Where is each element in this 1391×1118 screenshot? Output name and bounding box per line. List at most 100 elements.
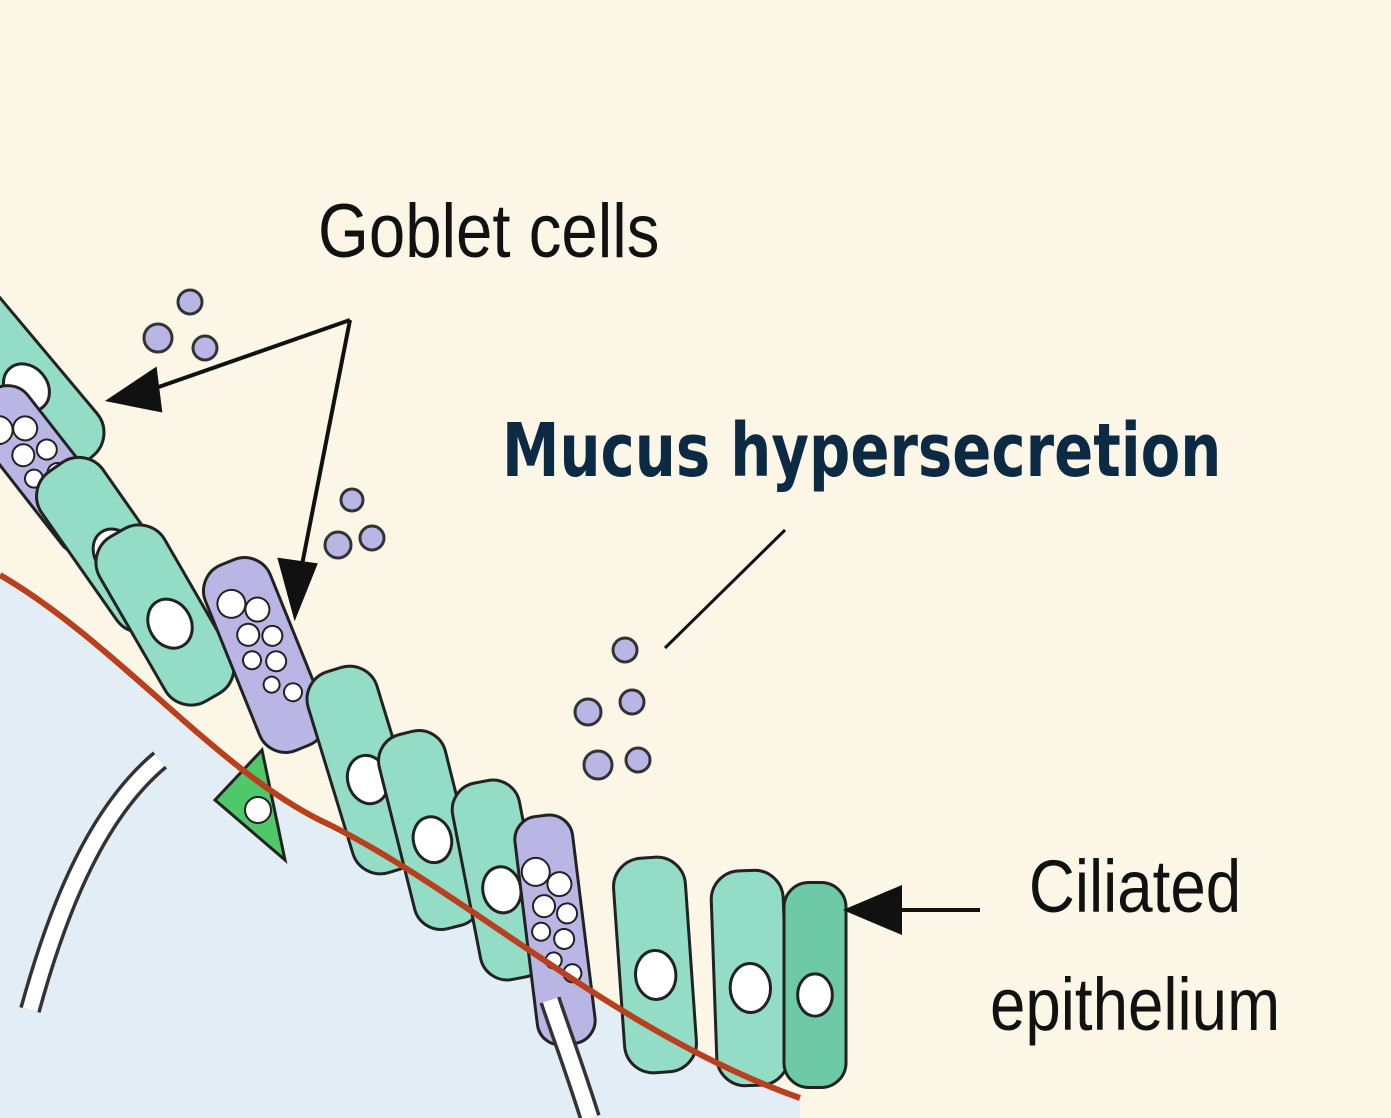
cilium	[720, 833, 724, 869]
mucus-granule	[242, 650, 263, 671]
mucus-granule	[262, 675, 281, 694]
ciliated-cell	[782, 845, 848, 1089]
mucus-droplet	[618, 688, 646, 716]
cilium	[713, 834, 717, 870]
goblet-cells-label: Goblet cells	[318, 189, 660, 274]
cilium	[326, 631, 339, 666]
cilium	[762, 832, 766, 868]
white-arrow	[22, 754, 165, 1012]
mucus-droplets	[142, 288, 652, 781]
cilium	[748, 832, 752, 868]
cilium	[627, 821, 633, 857]
cilium	[429, 687, 441, 723]
mucus-granule	[244, 596, 271, 623]
cilium	[458, 747, 468, 783]
cilium	[823, 845, 826, 881]
cell-nucleus	[146, 597, 194, 650]
cell-nucleus	[634, 949, 678, 1001]
cilium	[837, 845, 840, 881]
cell-nucleus	[796, 972, 834, 1018]
ciliated-cell	[94, 480, 236, 707]
cilium	[401, 694, 413, 730]
cilium	[479, 743, 489, 779]
cilium	[319, 634, 332, 669]
mucus-granule	[35, 438, 58, 461]
cilium	[844, 845, 847, 881]
pointer-lines	[19, 318, 980, 1118]
cilium	[620, 821, 626, 857]
mucus-droplet	[339, 487, 365, 513]
cilium	[676, 817, 682, 853]
cilium	[788, 845, 791, 881]
mucus-droplet	[191, 334, 219, 362]
cilium	[346, 625, 359, 660]
mucus-droplet	[582, 749, 614, 781]
mucus-droplet	[176, 288, 204, 316]
cilium	[802, 845, 805, 881]
mucus-granule	[12, 415, 39, 442]
cilium	[613, 822, 619, 858]
cell-nucleus	[411, 815, 454, 865]
cilium	[734, 833, 738, 869]
mucus-granule	[532, 894, 557, 919]
mucus-droplet	[611, 636, 639, 664]
mucus-granule	[265, 650, 288, 673]
cilium	[662, 818, 668, 854]
mucus-granule	[261, 624, 284, 647]
mucus-droplet	[358, 524, 386, 552]
cilium	[809, 845, 812, 881]
goblet-pointer-left	[149, 318, 351, 392]
cilium	[641, 820, 647, 856]
ciliated-epithelium-label: Ciliated epithelium	[990, 828, 1280, 1064]
cilium	[422, 689, 434, 725]
mucus-granule	[282, 682, 303, 703]
cilium	[727, 833, 731, 869]
goblet-cell	[202, 556, 328, 754]
cilium	[492, 740, 502, 776]
cilium	[776, 831, 780, 867]
mucus-droplet	[573, 697, 603, 727]
mucus-pointer	[663, 528, 787, 650]
cilium	[755, 832, 759, 868]
mucus-droplet	[323, 530, 353, 560]
cilium	[339, 627, 352, 662]
cilium	[499, 739, 509, 775]
goblet-pointer-right	[298, 319, 352, 576]
ciliated-cell	[709, 831, 791, 1088]
arrowhead-icon	[277, 557, 318, 622]
ciliated-label-line2: epithelium	[990, 963, 1281, 1046]
cilium	[465, 746, 475, 782]
white-arrow	[542, 997, 598, 1118]
cilium	[130, 480, 151, 513]
cilium	[333, 629, 346, 664]
cilium	[795, 845, 798, 881]
mucus-granule	[546, 871, 573, 898]
cilium	[741, 833, 745, 869]
arrowhead-icon	[104, 366, 163, 413]
cilium	[669, 818, 675, 854]
basal-cell-nucleus	[244, 796, 272, 824]
cilium	[472, 744, 482, 780]
cilium	[415, 691, 427, 727]
mucus-droplet	[624, 746, 652, 774]
cilium	[634, 820, 640, 856]
ciliated-cell	[377, 687, 483, 931]
cilium	[769, 832, 773, 868]
mucus-granule	[553, 927, 576, 950]
ciliated-label-line1: Ciliated	[1028, 845, 1242, 928]
mucus-granule	[531, 921, 552, 942]
mucus-droplet	[142, 322, 174, 354]
arrowhead-icon	[842, 884, 902, 936]
mucus-granule	[520, 856, 551, 887]
cilium	[395, 696, 407, 732]
mucus-hypersecretion-label: Mucus hypersecretion	[502, 408, 1222, 494]
goblet-cell	[513, 813, 597, 1047]
cilium	[655, 819, 661, 855]
cilium	[506, 738, 516, 774]
cilium	[313, 636, 326, 671]
basement-membrane	[0, 572, 801, 1101]
mucus-granule	[216, 588, 247, 619]
cilium	[830, 845, 833, 881]
